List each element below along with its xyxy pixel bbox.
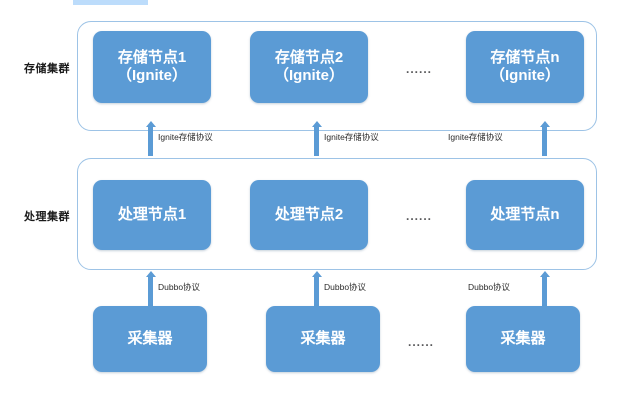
arrow-label-ignite-protocol-3: Ignite存储协议 (448, 132, 503, 142)
collector-node-2[interactable]: 采集器 (266, 306, 380, 372)
processing-ellipsis: ...... (406, 209, 433, 223)
storage-node-n[interactable]: 存储节点n （Ignite） (466, 31, 584, 103)
storage-node-2-line2: （Ignite） (274, 67, 344, 84)
processing-node-n-line1: 处理节点n (490, 206, 560, 224)
arrow-ignite-protocol-3 (542, 126, 547, 156)
storage-node-1-line2: （Ignite） (117, 67, 187, 84)
collector-node-n-line1: 采集器 (500, 330, 546, 348)
storage-node-2[interactable]: 存储节点2 （Ignite） (250, 31, 368, 103)
arrow-ignite-protocol-2 (314, 126, 319, 156)
collector-node-2-line1: 采集器 (300, 330, 346, 348)
arrow-label-dubbo-protocol-3: Dubbo协议 (468, 282, 511, 292)
processing-node-2-line1: 处理节点2 (274, 206, 344, 224)
storage-node-2-line1: 存储节点2 (274, 49, 344, 67)
arrow-dubbo-protocol-1 (148, 276, 153, 306)
processing-node-n[interactable]: 处理节点n (466, 180, 584, 250)
arrow-dubbo-protocol-2 (314, 276, 319, 306)
collector-node-1-line1: 采集器 (127, 330, 173, 348)
storage-node-n-line2: （Ignite） (490, 67, 560, 84)
arrow-label-dubbo-protocol-1: Dubbo协议 (158, 282, 201, 292)
collector-node-n[interactable]: 采集器 (466, 306, 580, 372)
collector-ellipsis: ...... (408, 335, 435, 349)
arrow-label-dubbo-protocol-2: Dubbo协议 (324, 282, 367, 292)
selection-highlight-bar (73, 0, 148, 5)
collector-node-1[interactable]: 采集器 (93, 306, 207, 372)
arrow-dubbo-protocol-3 (542, 276, 547, 306)
storage-node-1[interactable]: 存储节点1 （Ignite） (93, 31, 211, 103)
tier-label-processing: 处理集群 (24, 211, 70, 223)
arrow-label-ignite-protocol-2: Ignite存储协议 (324, 132, 379, 142)
storage-node-1-line1: 存储节点1 (117, 49, 187, 67)
processing-node-1[interactable]: 处理节点1 (93, 180, 211, 250)
processing-node-1-line1: 处理节点1 (117, 206, 187, 224)
arrow-label-ignite-protocol-1: Ignite存储协议 (158, 132, 213, 142)
storage-node-n-line1: 存储节点n (490, 49, 560, 67)
processing-node-2[interactable]: 处理节点2 (250, 180, 368, 250)
storage-ellipsis: ...... (406, 62, 433, 76)
tier-label-storage: 存储集群 (24, 63, 70, 75)
arrow-ignite-protocol-1 (148, 126, 153, 156)
